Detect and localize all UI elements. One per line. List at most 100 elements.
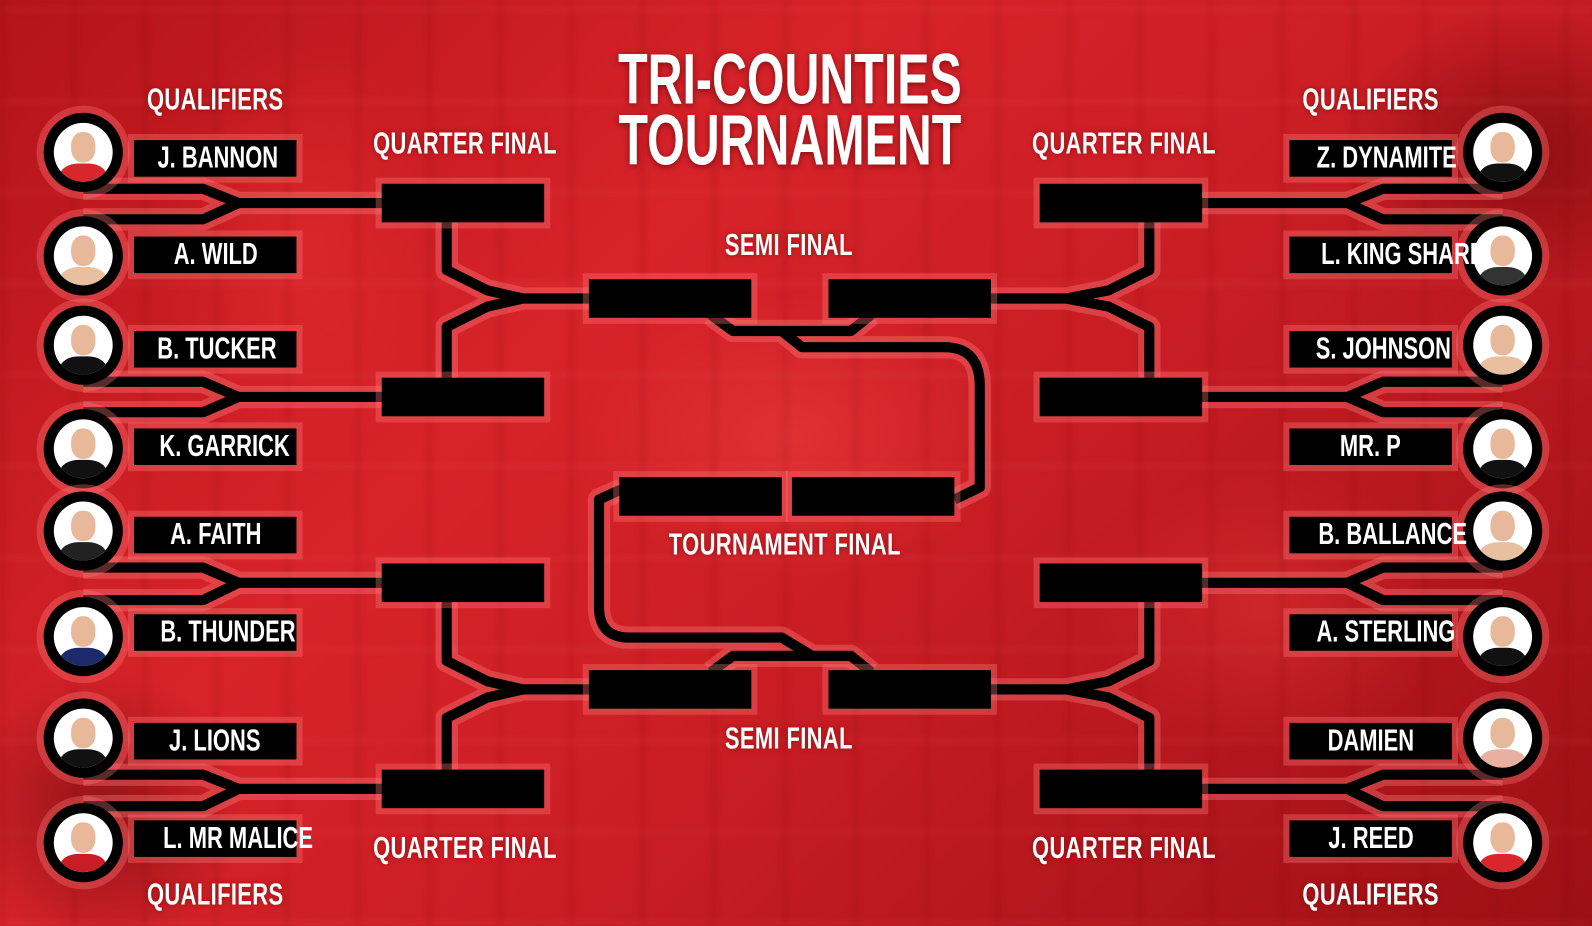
label-quarter-final-bottom-right: QUARTER FINAL xyxy=(1032,831,1216,866)
entrant-name-box: L. KING SHARP xyxy=(1289,236,1484,274)
avatar xyxy=(1463,112,1543,192)
entrant-name: J. REED xyxy=(1327,821,1414,855)
label-quarter-final-top-right: QUARTER FINAL xyxy=(1032,126,1216,161)
entrant-name: DAMIEN xyxy=(1327,723,1414,758)
entrant-name-box: DAMIEN xyxy=(1289,722,1452,760)
avatar xyxy=(43,216,123,296)
avatar xyxy=(43,305,123,385)
entrant-name-box: MR. P xyxy=(1289,428,1452,466)
semi-final-slot-top-right xyxy=(828,279,991,318)
bracket-connector xyxy=(1200,562,1503,606)
wrestler-photo xyxy=(1473,315,1533,375)
wrestler-photo xyxy=(53,813,113,873)
bracket-connector xyxy=(83,376,386,418)
entrant-name-box: A. STERLING xyxy=(1289,614,1455,651)
quarter-final-slot-left-2 xyxy=(381,377,545,417)
avatar xyxy=(1463,216,1543,296)
entrant-name-box: B. TUCKER xyxy=(134,330,297,368)
avatar xyxy=(43,409,123,489)
entrant-name-box: A. WILD xyxy=(134,236,297,274)
entrant-name: MR. P xyxy=(1340,429,1402,463)
label-tournament-final: TOURNAMENT FINAL xyxy=(668,527,901,562)
bracket-connector xyxy=(707,310,985,505)
entrant-name: B. BALLANCE xyxy=(1318,517,1467,552)
bracket-connector xyxy=(83,183,386,225)
bracket-connector xyxy=(83,562,386,606)
entrant-name: B. TUCKER xyxy=(157,332,277,366)
wrestler-photo xyxy=(53,226,113,286)
entrant-name-box: B. BALLANCE xyxy=(1289,516,1467,554)
wrestler-photo xyxy=(53,122,113,182)
avatar xyxy=(43,491,123,571)
avatar xyxy=(43,803,123,883)
entrant-name-box: Z. DYNAMITE xyxy=(1289,140,1457,177)
bracket-connector xyxy=(593,484,875,677)
bracket-connector xyxy=(441,203,594,397)
entrant-name: J. BANNON xyxy=(157,141,279,175)
entrant-name-box: J. LIONS xyxy=(134,722,297,760)
entrant-name-box: L. MR MALICE xyxy=(134,820,313,857)
entrant-name: A. WILD xyxy=(173,237,258,272)
bracket-connector xyxy=(1200,769,1503,812)
bracket-connector xyxy=(1200,183,1503,225)
quarter-final-slot-right-2 xyxy=(1039,377,1203,417)
label-qualifiers-top-left: QUALIFIERS xyxy=(147,83,284,117)
connector-glow xyxy=(587,479,879,682)
quarter-final-slot-left-3 xyxy=(381,563,545,603)
entrant-name-box: B. THUNDER xyxy=(134,614,297,651)
avatar xyxy=(43,112,123,192)
entrant-name: L. KING SHARP xyxy=(1321,237,1485,272)
entrant-name: J. LIONS xyxy=(169,723,261,758)
title-line-2: TOURNAMENT xyxy=(618,100,962,180)
quarter-final-slot-right-3 xyxy=(1039,563,1203,603)
avatar xyxy=(43,698,123,778)
semi-final-slot-bottom-left xyxy=(588,670,752,709)
bracket-connector xyxy=(989,582,1155,789)
entrant-name: Z. DYNAMITE xyxy=(1316,141,1457,175)
label-qualifiers-bottom-right: QUALIFIERS xyxy=(1302,878,1439,912)
entrant-name: S. JOHNSON xyxy=(1315,332,1452,366)
wrestler-photo xyxy=(53,708,113,768)
entrant-name-box: K. GARRICK xyxy=(134,428,297,466)
entrant-name: A. STERLING xyxy=(1316,615,1456,649)
final-slot-left xyxy=(619,477,782,516)
wrestler-photo xyxy=(53,607,113,667)
wrestler-photo xyxy=(1473,419,1533,479)
page-title: TRI-COUNTIES TOURNAMENT xyxy=(618,39,962,180)
title-line-1: TRI-COUNTIES xyxy=(618,39,962,119)
avatar xyxy=(43,596,123,677)
label-qualifiers-bottom-left: QUALIFIERS xyxy=(147,878,284,912)
avatar xyxy=(1463,698,1543,778)
avatar xyxy=(1463,409,1543,489)
semi-final-slot-bottom-right xyxy=(828,670,991,709)
avatar xyxy=(1463,491,1543,571)
entrant-name: B. THUNDER xyxy=(160,615,296,649)
wrestler-photo xyxy=(1473,708,1533,768)
label-quarter-final-top-left: QUARTER FINAL xyxy=(373,126,557,161)
entrant-name: L. MR MALICE xyxy=(163,821,314,855)
wrestler-photo xyxy=(1473,501,1533,561)
avatar xyxy=(1463,305,1543,385)
quarter-final-slot-left-4 xyxy=(381,769,545,809)
entrant-name-box: A. FAITH xyxy=(134,516,297,554)
label-semi-final-top: SEMI FINAL xyxy=(724,228,853,262)
quarter-final-slot-right-4 xyxy=(1039,769,1203,809)
label-qualifiers-top-right: QUALIFIERS xyxy=(1302,83,1439,117)
entrant-name-box: J. BANNON xyxy=(134,140,297,177)
wrestler-photo xyxy=(1473,226,1533,286)
wrestler-photo xyxy=(1473,122,1533,182)
entrant-name-box: J. REED xyxy=(1289,820,1452,857)
wrestler-photo xyxy=(53,315,113,375)
wrestler-photo xyxy=(53,419,113,479)
label-semi-final-bottom: SEMI FINAL xyxy=(724,721,853,756)
entrant-name: A. FAITH xyxy=(169,517,261,552)
entrant-name-box: S. JOHNSON xyxy=(1289,330,1452,368)
wrestler-photo xyxy=(1473,607,1533,667)
quarter-final-slot-right-1 xyxy=(1039,183,1203,223)
wrestler-photo xyxy=(53,501,113,561)
bracket-connector xyxy=(83,769,386,812)
label-quarter-final-bottom-left: QUARTER FINAL xyxy=(373,831,557,866)
final-slot-right xyxy=(791,477,955,516)
avatar xyxy=(1463,803,1543,883)
